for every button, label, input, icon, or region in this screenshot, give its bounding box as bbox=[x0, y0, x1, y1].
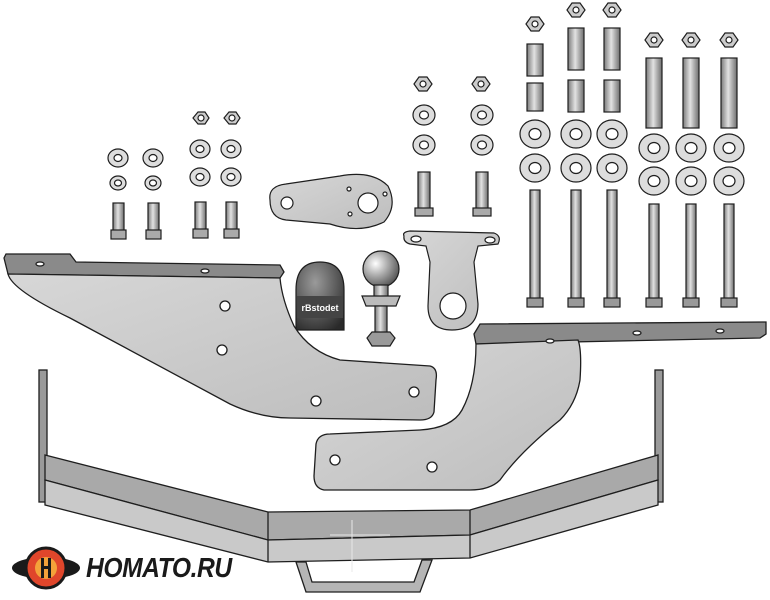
left-frame-bracket bbox=[3, 253, 438, 421]
socket-mounting-plate bbox=[269, 173, 393, 230]
rear-crossbar bbox=[38, 369, 664, 593]
bolt-set-right bbox=[519, 2, 745, 308]
ball-cover-label: rBstodet bbox=[301, 303, 338, 313]
hitch-tongue bbox=[403, 230, 500, 331]
bolt-set-left bbox=[107, 111, 242, 240]
ball-cover: rBstodet bbox=[295, 261, 345, 331]
brand-name: HOMATO.RU bbox=[86, 552, 232, 583]
bolt-set-center bbox=[412, 76, 494, 217]
right-frame-bracket bbox=[313, 321, 767, 491]
tow-ball bbox=[361, 250, 401, 347]
brand-logo-icon bbox=[12, 546, 80, 590]
